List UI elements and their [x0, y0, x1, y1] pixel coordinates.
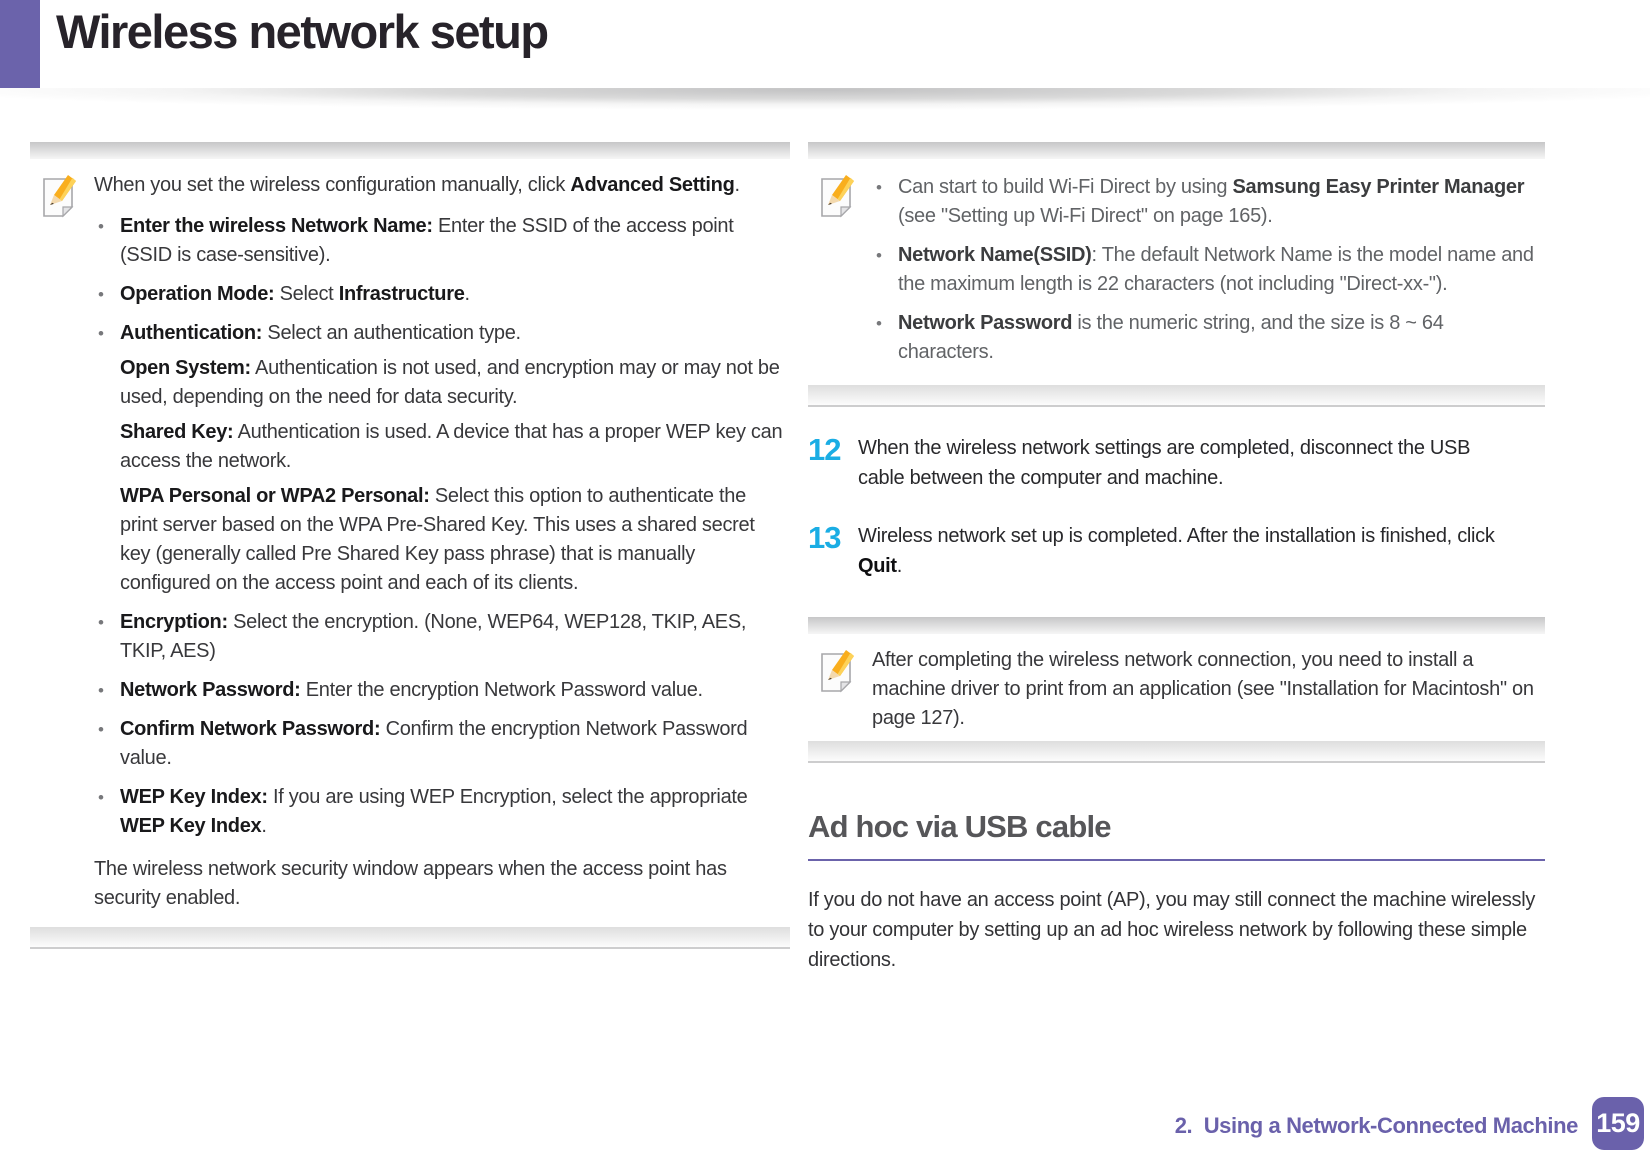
page-number: 159 [1596, 1108, 1640, 1138]
bullet-wifi-direct: Can start to build Wi-Fi Direct by using… [872, 173, 1541, 231]
note-intro: When you set the wireless configuration … [94, 174, 740, 196]
note-body: When you set the wireless configuration … [30, 159, 790, 927]
step-12: 12 When the wireless network settings ar… [808, 433, 1545, 493]
note-bottom-border [808, 385, 1545, 407]
bullet-wep-key-index: WEP Key Index: If you are using WEP Encr… [94, 783, 786, 841]
step-number: 12 [808, 432, 841, 467]
bullet-network-name: Enter the wireless Network Name: Enter t… [94, 212, 786, 270]
section-paragraph: If you do not have an access point (AP),… [808, 889, 1536, 971]
note-top-border [30, 142, 790, 159]
bullet-encryption: Encryption: Select the encryption. (None… [94, 608, 786, 666]
left-column: When you set the wireless configuration … [30, 142, 790, 949]
bullet-text: Network Password: Enter the encryption N… [120, 679, 703, 701]
bullet-text: Authentication: Select an authentication… [120, 322, 521, 344]
note-bullet-list: Can start to build Wi-Fi Direct by using… [872, 173, 1541, 367]
bullet-network-password-size: Network Password is the numeric string, … [872, 309, 1541, 367]
right-column: Can start to build Wi-Fi Direct by using… [808, 142, 1545, 975]
step-text: Wireless network set up is completed. Af… [858, 525, 1495, 577]
note-closing: The wireless network security window app… [94, 858, 727, 909]
title-divider [0, 88, 1650, 114]
bullet-text: WEP Key Index: If you are using WEP Encr… [120, 786, 748, 837]
pencil-note-icon [43, 175, 76, 218]
note-text: After completing the wireless network co… [872, 649, 1534, 729]
note-body: After completing the wireless network co… [808, 634, 1545, 741]
note-bottom-border [808, 741, 1545, 763]
pencil-note-icon [821, 650, 854, 693]
page-title: Wireless network setup [56, 5, 549, 58]
bullet-text: Network Name(SSID): The default Network … [898, 244, 1534, 295]
bullet-network-password: Network Password: Enter the encryption N… [94, 676, 786, 705]
note-bullet-list: Enter the wireless Network Name: Enter t… [94, 212, 786, 841]
note-bottom-border [30, 927, 790, 949]
note-box-driver-install: After completing the wireless network co… [808, 617, 1545, 763]
footer-chapter-label: 2. Using a Network-Connected Machine [1174, 1113, 1579, 1138]
note-box-wifi-direct: Can start to build Wi-Fi Direct by using… [808, 142, 1545, 407]
sub-wpa-personal: WPA Personal or WPA2 Personal: Select th… [120, 485, 755, 594]
note-box-advanced-setting: When you set the wireless configuration … [30, 142, 790, 949]
page-number-badge: 159 [1592, 1097, 1644, 1150]
step-text: When the wireless network settings are c… [858, 437, 1471, 489]
step-list: 12 When the wireless network settings ar… [808, 433, 1545, 581]
pencil-note-icon [821, 175, 854, 218]
bullet-network-name-ssid: Network Name(SSID): The default Network … [872, 241, 1541, 299]
bullet-text: Enter the wireless Network Name: Enter t… [120, 215, 734, 266]
note-body: Can start to build Wi-Fi Direct by using… [808, 159, 1545, 385]
bullet-authentication: Authentication: Select an authentication… [94, 319, 786, 598]
bullet-operation-mode: Operation Mode: Select Infrastructure. [94, 280, 786, 309]
bullet-text: Encryption: Select the encryption. (None… [120, 611, 747, 662]
section-rule [808, 859, 1545, 861]
note-top-border [808, 142, 1545, 159]
bullet-text: Operation Mode: Select Infrastructure. [120, 283, 470, 305]
bullet-confirm-network-password: Confirm Network Password: Confirm the en… [94, 715, 786, 773]
step-13: 13 Wireless network set up is completed.… [808, 521, 1545, 581]
sub-open-system: Open System: Authentication is not used,… [120, 357, 780, 408]
note-top-border [808, 617, 1545, 634]
section-heading-adhoc: Ad hoc via USB cable [808, 809, 1112, 844]
accent-bar [0, 0, 40, 96]
bullet-text: Can start to build Wi-Fi Direct by using… [898, 176, 1525, 227]
bullet-text: Network Password is the numeric string, … [898, 312, 1444, 363]
bullet-text: Confirm Network Password: Confirm the en… [120, 718, 748, 769]
sub-shared-key: Shared Key: Authentication is used. A de… [120, 421, 783, 472]
step-number: 13 [808, 520, 841, 555]
